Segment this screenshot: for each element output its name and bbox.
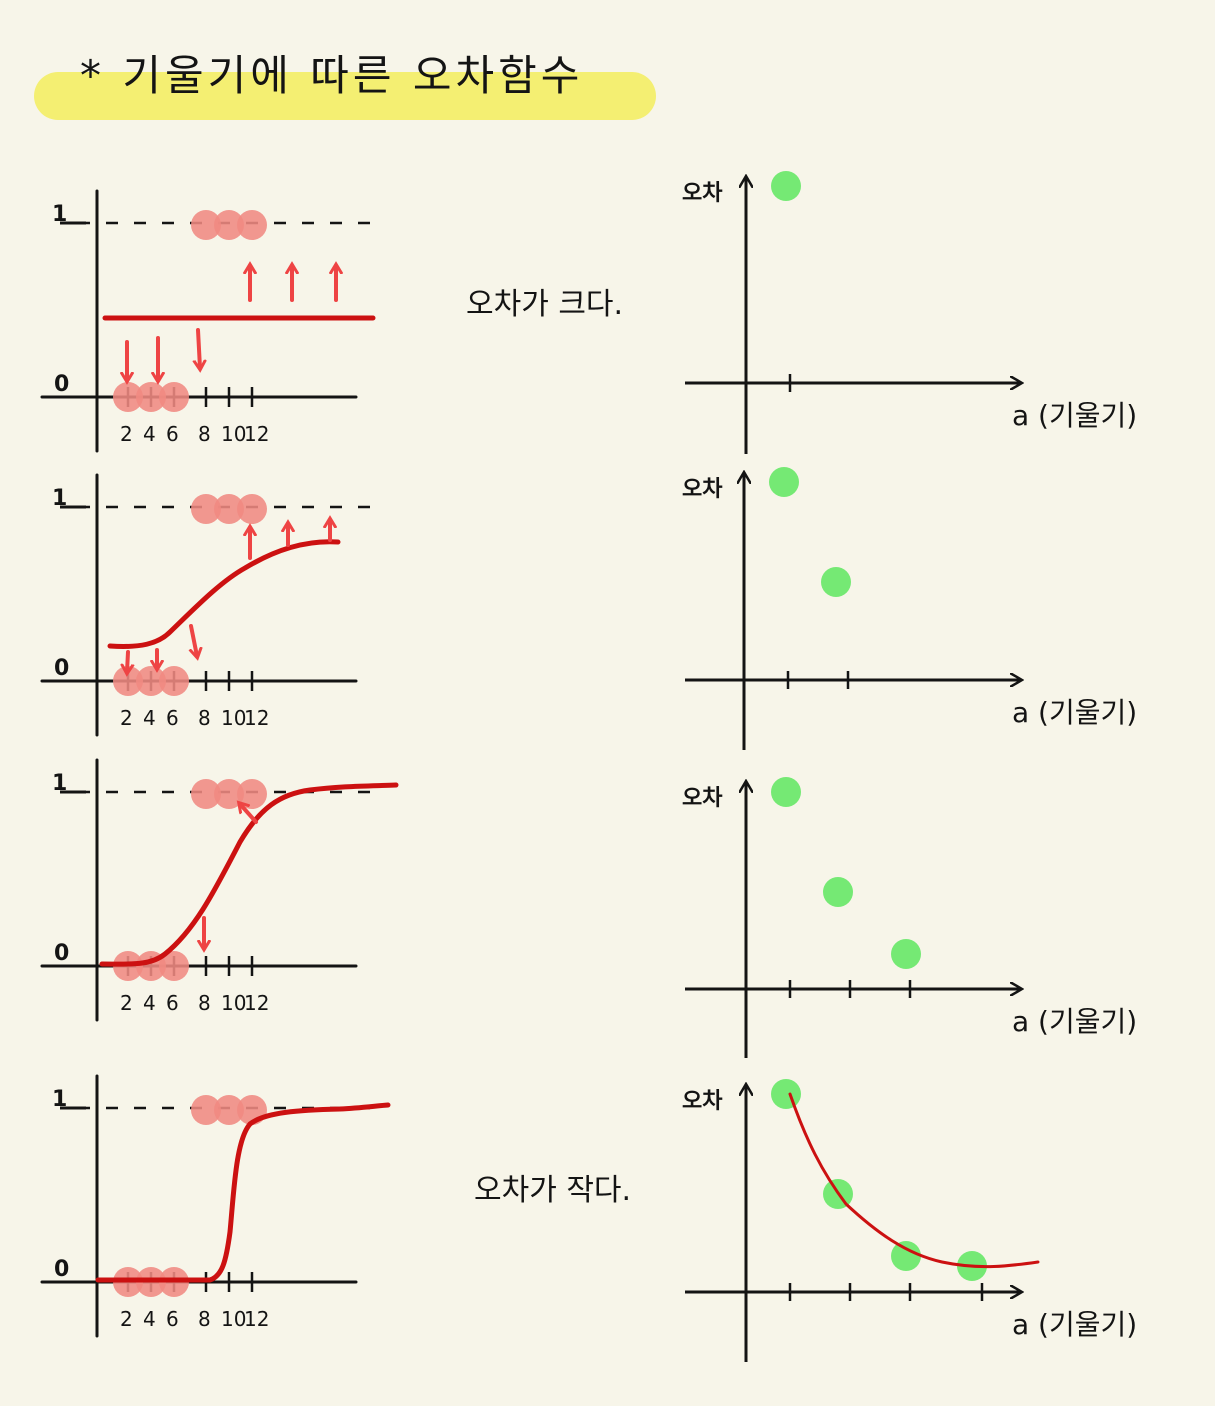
slope-axis-label: a (기울기) (1012, 1005, 1137, 1038)
x-tick-label: 12 (244, 422, 269, 446)
slope-axis-label: a (기울기) (1012, 696, 1137, 729)
fit-curve-4 (95, 1102, 391, 1283)
x-tick-label: 2 (120, 422, 133, 446)
error-panel-4: 오차 a (기울기) (682, 1079, 1137, 1362)
x-tick-label: 6 (166, 422, 179, 446)
error-panel-3: 오차 a (기울기) (682, 777, 1137, 1058)
x-tick-label: 12 (244, 991, 269, 1015)
error-trend-curve (788, 1092, 1040, 1269)
y-bottom-label: 0 (54, 1257, 69, 1282)
y-top-label: 1 (52, 202, 67, 227)
x-tick-label: 2 (120, 991, 133, 1015)
y-top-label: 1 (52, 1087, 67, 1112)
title-highlight (34, 72, 656, 120)
error-point (891, 939, 921, 969)
x-tick-label: 6 (166, 1307, 179, 1331)
y-bottom-label: 0 (54, 656, 69, 681)
data-point (191, 1095, 221, 1125)
error-point (769, 467, 799, 497)
fit-curve-2 (107, 539, 341, 649)
x-tick-label: 4 (143, 991, 156, 1015)
x-tick-label: 10 (221, 1307, 246, 1331)
error-axis-label: 오차 (682, 1089, 723, 1114)
error-arrow (198, 328, 200, 368)
x-tick-label: 12 (244, 1307, 269, 1331)
data-point (237, 494, 267, 524)
error-point (891, 1241, 921, 1271)
data-point (113, 382, 143, 412)
page-title: * 기울기에 따른 오차함수 (80, 51, 584, 100)
x-tick-label: 8 (198, 991, 211, 1015)
error-axis-label: 오차 (682, 477, 723, 502)
x-tick-label: 10 (221, 991, 246, 1015)
error-panels: 오차 a (기울기) 오차 a (기울기) 오차 a (기울기) 오차 a (기울기) (682, 171, 1137, 1362)
slope-axis-label: a (기울기) (1012, 399, 1137, 432)
error-point (821, 567, 851, 597)
y-top-label: 1 (52, 486, 67, 511)
error-axis-label: 오차 (682, 786, 723, 811)
data-point (191, 779, 221, 809)
data-point (214, 779, 244, 809)
data-point (214, 210, 244, 240)
slope-axis-label: a (기울기) (1012, 1308, 1137, 1341)
data-point (159, 951, 189, 981)
x-tick-label: 4 (143, 706, 156, 730)
error-point (823, 877, 853, 907)
x-tick-label: 12 (244, 706, 269, 730)
y-bottom-label: 0 (54, 372, 69, 397)
error-point (771, 777, 801, 807)
x-tick-label: 8 (198, 706, 211, 730)
x-tick-label: 4 (143, 422, 156, 446)
data-point (191, 494, 221, 524)
x-tick-label: 8 (198, 1307, 211, 1331)
error-arrow (127, 650, 128, 672)
data-point (136, 382, 166, 412)
data-point (214, 1095, 244, 1125)
error-point (771, 171, 801, 201)
x-tick-label: 8 (198, 422, 211, 446)
error-panel-1: 오차 a (기울기) (682, 171, 1137, 454)
x-tick-label: 2 (120, 1307, 133, 1331)
title-block: * 기울기에 따른 오차함수 (34, 40, 656, 122)
data-point (159, 666, 189, 696)
large-error-note: 오차가 크다. (466, 287, 623, 322)
data-point (136, 666, 166, 696)
data-point (237, 210, 267, 240)
data-point (159, 382, 189, 412)
y-bottom-label: 0 (54, 941, 69, 966)
error-panel-2: 오차 a (기울기) (682, 467, 1137, 750)
fit-curve-3 (99, 782, 399, 967)
x-tick-label: 10 (221, 422, 246, 446)
x-tick-label: 2 (120, 706, 133, 730)
error-arrow (240, 804, 258, 824)
x-tick-label: 10 (221, 706, 246, 730)
x-tick-label: 4 (143, 1307, 156, 1331)
error-axis-label: 오차 (682, 181, 723, 206)
y-top-label: 1 (52, 771, 67, 796)
data-point (214, 494, 244, 524)
error-arrow (191, 624, 197, 656)
data-point (191, 210, 221, 240)
x-tick-label: 6 (166, 991, 179, 1015)
error-point (771, 1079, 801, 1109)
x-tick-label: 6 (166, 706, 179, 730)
small-error-note: 오차가 작다. (474, 1173, 631, 1208)
